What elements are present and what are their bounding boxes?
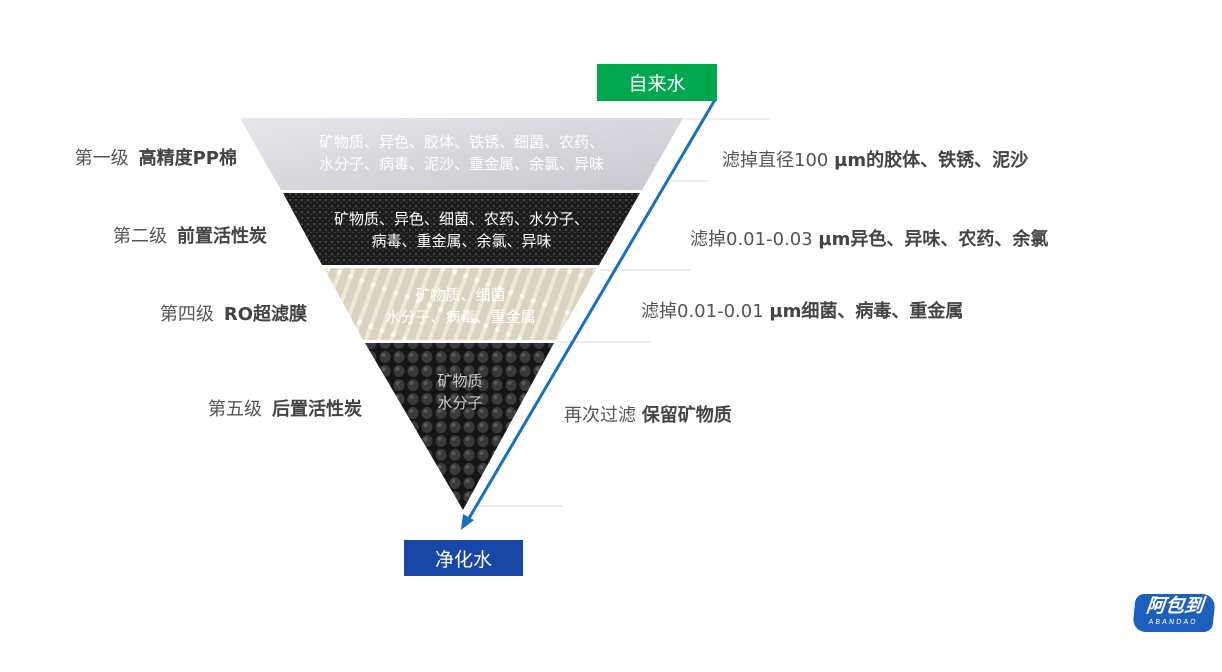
flow-arrow bbox=[466, 97, 718, 521]
stage2-contents: 矿物质、异色、细菌、农药、水分子、病毒、重金属、余氯、异味 bbox=[333, 210, 589, 250]
stage4-filter-note: 再次过滤 保留矿物质 bbox=[564, 405, 732, 426]
source-water-label: 自来水 bbox=[597, 64, 717, 101]
stage2-filter-note: 滤掉0.01-0.03 µm异色、异味、农药、余氯 bbox=[690, 229, 1049, 250]
logo-text: 阿包到 bbox=[1145, 595, 1205, 617]
stage1-label: 第一级高精度PP棉 bbox=[74, 148, 237, 169]
stage3-band bbox=[324, 268, 597, 340]
stage4-contents: 矿物质水分子 bbox=[437, 372, 483, 412]
logo-subtext: ABANDAO bbox=[1148, 618, 1199, 626]
stage3-filter-note: 滤掉0.01-0.01 µm细菌、病毒、重金属 bbox=[641, 301, 964, 322]
brand-logo: 阿包到 ABANDAO bbox=[1132, 594, 1216, 632]
purified-water-label: 净化水 bbox=[404, 540, 523, 576]
stage3-contents: 矿物质、细菌水分子、病毒、重金属 bbox=[385, 286, 536, 326]
stage4-label: 第五级后置活性炭 bbox=[208, 399, 362, 420]
stage1-filter-note: 滤掉直径100 µm的胶体、铁锈、泥沙 bbox=[722, 150, 1029, 171]
stage2-label: 第二级前置活性炭 bbox=[113, 226, 267, 247]
arrow-head-icon bbox=[461, 514, 474, 530]
stage4-band bbox=[365, 343, 554, 510]
stage1-contents: 矿物质、异色、胶体、铁锈、细菌、农药、水分子、病毒、泥沙、重金属、余氯、异味 bbox=[318, 133, 604, 173]
stage2-band bbox=[283, 193, 640, 265]
separator-lines bbox=[470, 118, 770, 507]
stage1-band bbox=[240, 118, 683, 190]
